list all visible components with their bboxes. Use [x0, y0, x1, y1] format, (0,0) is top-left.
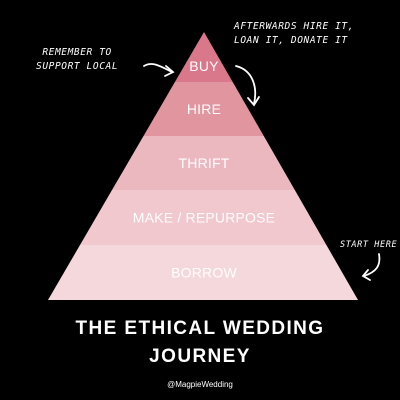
- note-start-here: START HERE: [340, 240, 398, 250]
- pyramid-tier-borrow: [48, 245, 358, 300]
- pyramid-tier-buy: [174, 32, 233, 82]
- pyramid-tier-thrift: [112, 136, 295, 190]
- page-title: THE ETHICAL WEDDING JOURNEY: [0, 315, 400, 371]
- title-line2: JOURNEY: [149, 346, 251, 367]
- pyramid-tier-hire: [143, 82, 264, 136]
- tier-label: MAKE / REPURPOSE: [133, 210, 275, 226]
- tier-label: BUY: [189, 58, 219, 74]
- tier-label: THRIFT: [179, 155, 230, 171]
- note-afterwards-line1: AFTERWARDS HIRE IT,: [234, 21, 355, 32]
- note-support-line1: REMEMBER TO: [42, 47, 112, 58]
- tier-label: BORROW: [171, 265, 237, 281]
- tier-label: HIRE: [187, 101, 221, 117]
- pyramid-tier-make-repurpose: [80, 190, 327, 245]
- social-handle: @MagpieWedding: [167, 380, 233, 389]
- note-afterwards-line2: LOAN IT, DONATE IT: [234, 35, 348, 46]
- note-afterwards: AFTERWARDS HIRE IT, LOAN IT, DONATE IT: [234, 20, 354, 48]
- note-support-local: REMEMBER TO SUPPORT LOCAL: [36, 46, 118, 74]
- title-line1: THE ETHICAL WEDDING: [75, 318, 325, 339]
- note-support-line2: SUPPORT LOCAL: [36, 61, 119, 72]
